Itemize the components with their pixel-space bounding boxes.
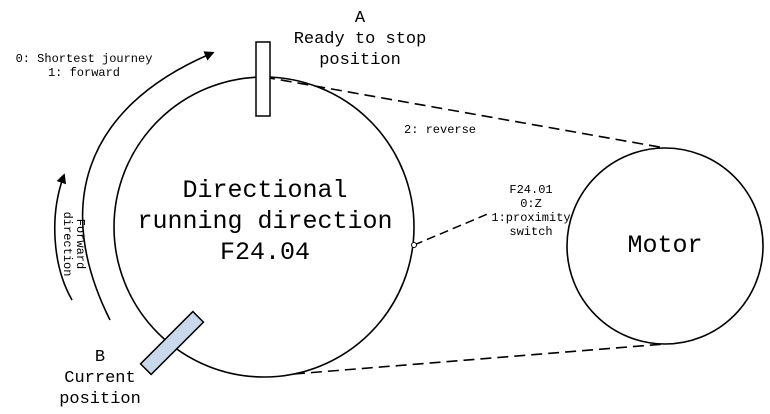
main-wheel-line3: F24.04 [219, 238, 310, 267]
motor-circle [566, 147, 764, 345]
belt-top-line [263, 76, 666, 149]
start-point-line2: position [59, 390, 141, 409]
option-reverse: 2: reverse [404, 123, 477, 137]
motor-label: Motor [627, 231, 703, 260]
forward-direction-arrow [53, 173, 73, 301]
forward-rotation-arrow [81, 51, 215, 321]
direction-options-label: 0: Shortest journey 1: forward [2, 52, 166, 80]
sensor-point [411, 242, 417, 248]
forward-direction-label: Forward direction [58, 204, 87, 284]
sensor-line4: switch [509, 225, 553, 239]
start-point-line1: Current [64, 369, 136, 388]
stop-point-line1: Ready to stop [293, 30, 427, 49]
main-wheel-label: Directional running direction F24.04 [120, 175, 410, 268]
belt-bottom-line [293, 343, 666, 375]
current-position-marker [139, 310, 205, 376]
stop-point-line2: position [319, 51, 401, 70]
stop-point-label: A Ready to stop position [290, 8, 430, 71]
main-wheel-line2: running direction [137, 207, 393, 236]
sensor-label: F24.01 0:Z 1:proximity switch [476, 183, 586, 239]
sensor-line2: 0:Z [520, 197, 542, 211]
forward-direction-line1: Forward [73, 218, 87, 270]
main-wheel-line1: Directional [182, 176, 348, 205]
start-point-letter: B [94, 348, 106, 367]
forward-direction-line2: direction [60, 211, 74, 277]
stop-position-marker [255, 41, 271, 117]
option-shortest: 0: Shortest journey [15, 52, 153, 66]
option-forward: 1: forward [47, 66, 120, 80]
stop-point-letter: A [354, 9, 366, 28]
start-point-label: B Current position [40, 347, 160, 410]
sensor-line1: F24.01 [509, 183, 553, 197]
sensor-line3: 1:proximity [491, 211, 571, 225]
